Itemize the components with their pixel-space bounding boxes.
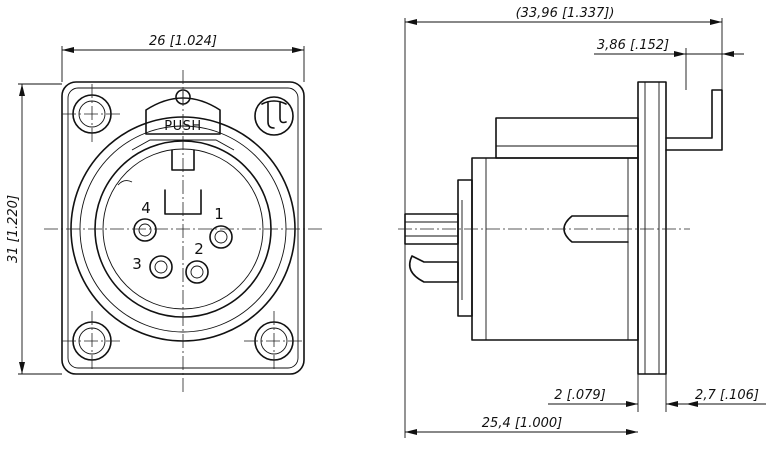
- flange-thickness-label: 2,7 [.106]: [695, 388, 759, 403]
- body-length-dimension: 25,4 [1.000]: [405, 416, 638, 435]
- latch-housing: [495, 117, 639, 159]
- overall-length-dimension: (33,96 [1.337]): [405, 6, 722, 25]
- solder-tab: [665, 89, 723, 151]
- overall-length-label: (33,96 [1.337]): [516, 6, 615, 21]
- side-view: (33,96 [1.337]) 3,86 [.152] 2 [.079] 2,7…: [398, 6, 766, 438]
- pin-4-label: 4: [141, 199, 151, 217]
- flange-offset-label: 3,86 [.152]: [597, 38, 669, 53]
- brand-logo: [254, 96, 294, 136]
- body-length-label: 25,4 [1.000]: [482, 416, 562, 431]
- flange-thickness-dimension: 2,7 [.106]: [666, 388, 766, 407]
- height-dimension: 31 [1.220]: [6, 84, 25, 374]
- flange-offset-dimension: 3,86 [.152]: [594, 38, 744, 57]
- rear-solder-pins: [404, 213, 459, 283]
- connector-body: [471, 157, 639, 341]
- panel-thickness-dimension: 2 [.079]: [548, 388, 680, 407]
- pin-2-label: 2: [194, 240, 204, 258]
- pin-2: 2: [185, 240, 209, 284]
- height-dim-label: 31 [1.220]: [6, 195, 21, 263]
- pin-4: 4: [133, 199, 157, 242]
- push-latch: PUSH: [117, 89, 235, 215]
- pin-1: 1: [209, 205, 233, 249]
- panel-thickness-label: 2 [.079]: [554, 388, 606, 403]
- front-view: 26 [1.024] 31 [1.220]: [6, 34, 324, 392]
- width-dim-label: 26 [1.024]: [149, 34, 217, 49]
- width-dimension: 26 [1.024]: [62, 34, 304, 53]
- pin-3-label: 3: [132, 255, 142, 273]
- pin-1-label: 1: [214, 205, 224, 223]
- pin-3: 3: [132, 255, 173, 279]
- side-flange: [637, 81, 667, 375]
